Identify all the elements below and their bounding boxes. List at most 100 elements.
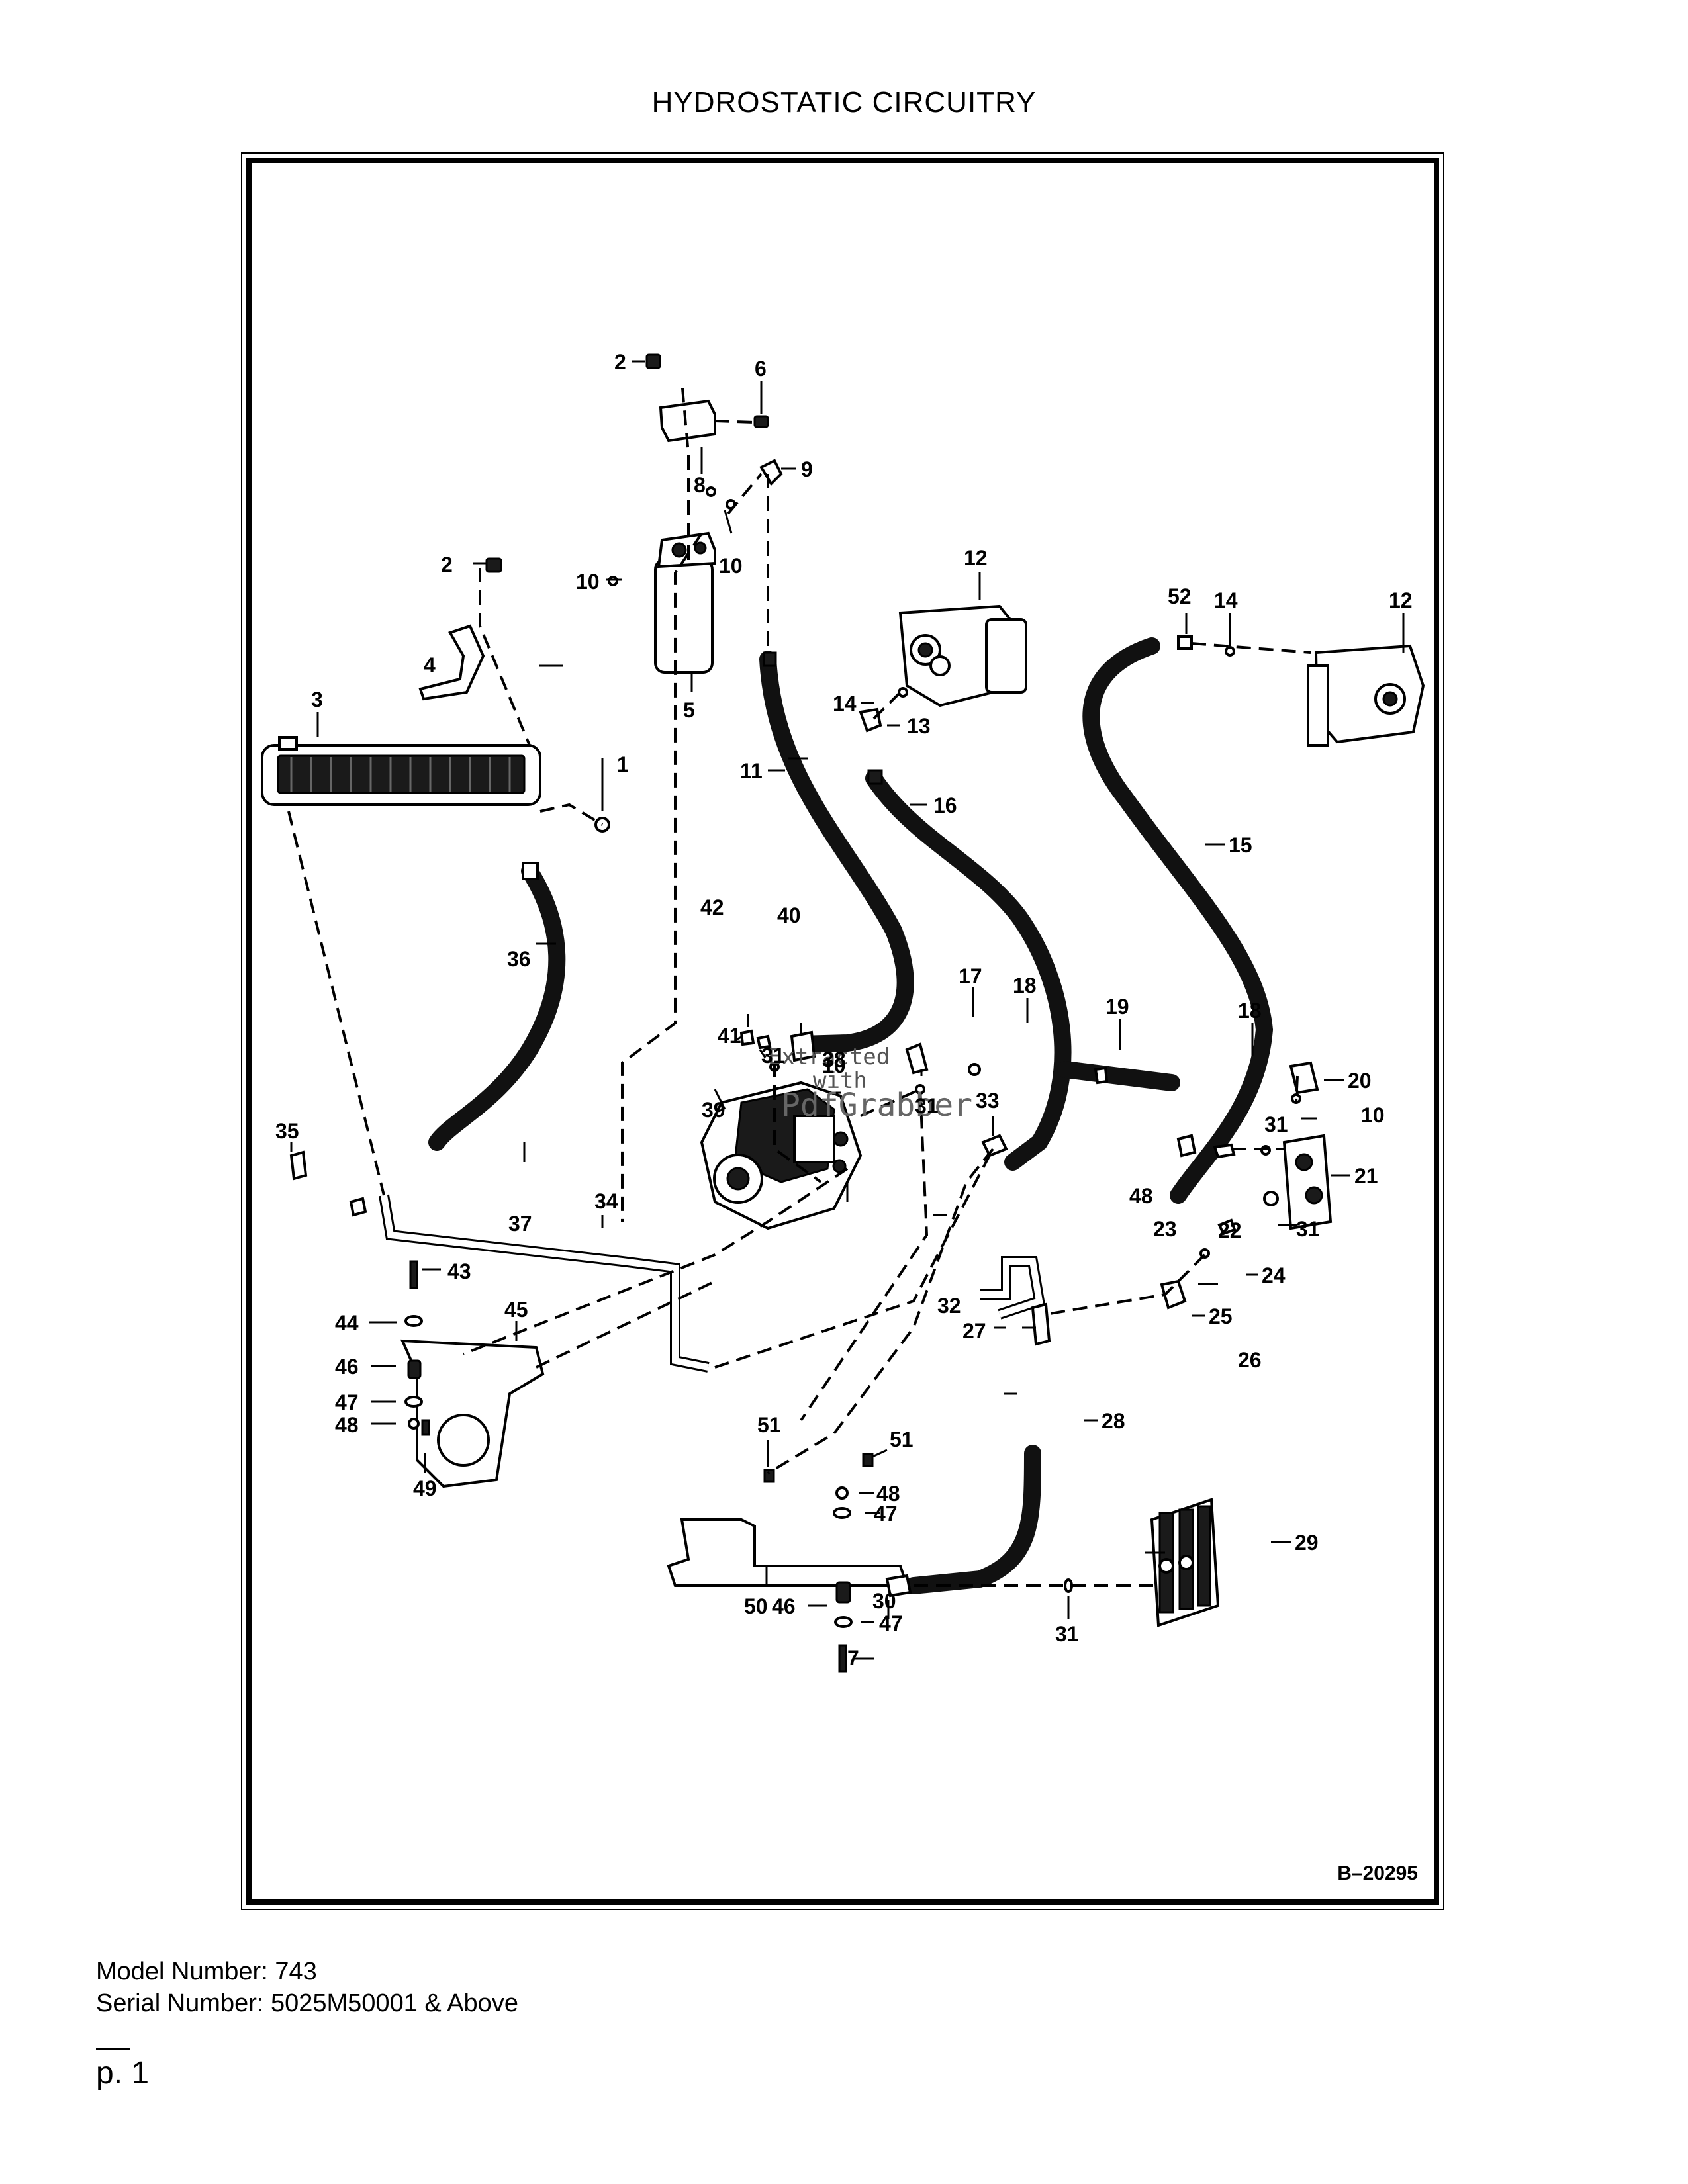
svg-text:PdfGrabber: PdfGrabber: [781, 1087, 972, 1124]
callout: 45: [504, 1298, 528, 1322]
callout: 2: [441, 553, 453, 576]
callout: 47: [335, 1390, 359, 1414]
callout: 23: [1153, 1217, 1177, 1241]
callout: 8: [694, 473, 706, 497]
valve-block-part: [1282, 1134, 1333, 1230]
callout: 1: [617, 752, 629, 776]
callout: 9: [801, 457, 813, 481]
callout: 3: [311, 688, 323, 711]
callout: 2: [614, 350, 626, 374]
callout: 47: [874, 1502, 898, 1525]
tube-line: [379, 1194, 710, 1373]
callout: 4: [424, 653, 436, 677]
callout: 26: [1238, 1348, 1262, 1372]
callout: 27: [962, 1319, 986, 1343]
drawing-number: B–20295: [1337, 1862, 1418, 1884]
watermark: Extracted with PdfGrabber: [768, 1044, 972, 1124]
callout: 48: [1129, 1184, 1153, 1208]
hose-19: [1057, 1061, 1180, 1091]
support-bracket-part: [667, 1518, 909, 1587]
page-rule: [96, 2048, 130, 2050]
hose-28: [905, 1445, 1041, 1594]
callout: 31: [915, 1094, 939, 1118]
callout: 41: [718, 1024, 741, 1048]
tube-small: [980, 1256, 1046, 1320]
model-number: Model Number: 743: [96, 1958, 317, 1985]
bracket-part: [418, 624, 485, 701]
fittings: [289, 353, 1319, 1673]
callout: 34: [594, 1189, 618, 1213]
oil-cooler-part: [261, 736, 541, 806]
hydrostatic-pump-part: [700, 1081, 863, 1230]
callout: 18: [1238, 999, 1262, 1023]
callout: 18: [1013, 974, 1037, 997]
svg-text:Extracted: Extracted: [768, 1044, 890, 1070]
hose-36: [428, 862, 566, 1151]
callout: 25: [1209, 1304, 1233, 1328]
callout: 24: [1262, 1263, 1286, 1287]
callout: 6: [755, 357, 767, 381]
control-valve-part: [1150, 1498, 1220, 1627]
callout: 35: [275, 1119, 299, 1143]
callout: 48: [335, 1413, 359, 1437]
callout: 11: [740, 759, 763, 783]
callout: 5: [683, 698, 695, 722]
callout: 51: [890, 1428, 914, 1451]
hose-15: [1082, 637, 1274, 1204]
callout: 22: [1218, 1218, 1242, 1242]
callout: 19: [1105, 995, 1129, 1019]
leader-lines: [290, 360, 1405, 1660]
callout: 36: [507, 947, 531, 971]
callout: 38: [822, 1048, 846, 1071]
diagram-frame: Extracted with PdfGrabber 1 2 2 3 4 5 6 …: [241, 152, 1444, 1910]
callout: 14: [1214, 588, 1238, 612]
callout: 37: [508, 1212, 532, 1236]
callout: 39: [702, 1098, 726, 1122]
callout: 10: [822, 1054, 846, 1077]
hose-11: [759, 651, 914, 1053]
callout: 14: [833, 692, 857, 715]
callout: 47: [879, 1612, 903, 1635]
pump-right-part: [1307, 644, 1425, 747]
callout: 17: [959, 964, 982, 988]
callout: 31: [1264, 1113, 1288, 1136]
hose-16: [865, 770, 1072, 1171]
callout: 30: [872, 1589, 896, 1613]
page-number: p. 1: [96, 2056, 150, 2091]
callout: 43: [447, 1259, 471, 1283]
page-title: HYDROSTATIC CIRCUITRY: [651, 86, 1037, 118]
callout: 12: [1389, 588, 1413, 612]
callout: 33: [976, 1089, 1000, 1113]
callout: 52: [1168, 584, 1192, 608]
callout: 32: [937, 1294, 961, 1318]
callout: 12: [964, 546, 988, 570]
callouts: 1 2 2 3 4 5 6 7 8 9 10 10 10 10 11 12 12…: [275, 350, 1413, 1670]
callout: 49: [413, 1477, 437, 1500]
parts-diagram: Extracted with PdfGrabber 1 2 2 3 4 5 6 …: [261, 350, 1425, 1673]
callout: 31: [1055, 1622, 1079, 1646]
callout: 10: [719, 554, 743, 578]
callout: 20: [1348, 1069, 1372, 1093]
callout: 29: [1295, 1531, 1319, 1555]
filter-part: [654, 531, 716, 674]
callout: 42: [700, 895, 724, 919]
callout: 44: [335, 1311, 359, 1335]
callout: 40: [777, 903, 801, 927]
callout: 50: [744, 1594, 768, 1618]
callout: 16: [933, 794, 957, 817]
footer: Model Number: 743 Serial Number: 5025M50…: [96, 1956, 518, 2019]
callout: 46: [772, 1594, 796, 1618]
callout: 28: [1102, 1409, 1125, 1433]
callout: 13: [907, 714, 931, 738]
callout: 48: [876, 1482, 900, 1506]
callout: 31: [1296, 1217, 1320, 1241]
callout: 51: [757, 1413, 781, 1437]
callout: 31: [761, 1044, 785, 1068]
svg-text:with: with: [813, 1068, 867, 1094]
callout: 10: [576, 570, 600, 594]
callout: 7: [847, 1646, 859, 1670]
callout: 10: [1361, 1103, 1385, 1127]
serial-number: Serial Number: 5025M50001 & Above: [96, 1989, 518, 2017]
pump-left-part: [898, 604, 1028, 707]
connector-lines: [287, 381, 1311, 1587]
